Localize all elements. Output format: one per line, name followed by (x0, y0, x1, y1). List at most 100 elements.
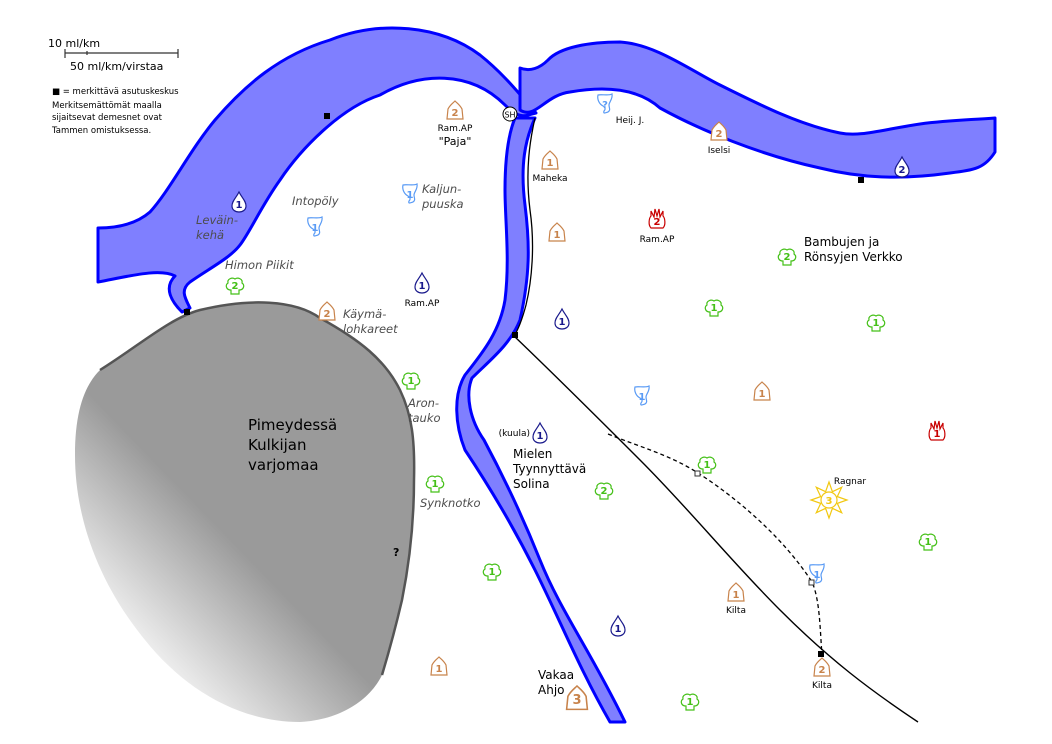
legend-note-line-3: Tammen omistuksessa. (51, 126, 151, 136)
demesne-wood-marker[interactable]: 1 (401, 372, 421, 390)
demesne-fire-marker[interactable]: 1 (928, 420, 946, 441)
demesne-level: 1 (873, 318, 880, 329)
river-system (96, 26, 997, 724)
air-element-icon (597, 93, 613, 114)
sh-marker[interactable]: SH (502, 106, 518, 122)
demesne-level: 2 (324, 309, 331, 320)
demesne-level: 1 (934, 429, 941, 440)
demesne-owner-label: Heij. J. (616, 116, 645, 126)
demesne-air-marker[interactable]: ? Heij. J. (597, 93, 645, 126)
demesne-level: 1 (639, 392, 646, 403)
demesne-level: 1 (687, 697, 694, 708)
demesne-wood-marker[interactable]: 2 (225, 277, 245, 295)
settlement-marker[interactable] (324, 113, 330, 119)
wood-element-icon (482, 563, 502, 581)
demesne-owner-label: Ram.AP (405, 299, 440, 309)
legend-note-line-2: sijaitsevat demesnet ovat (52, 113, 163, 123)
demesne-level: ? (602, 100, 608, 111)
demesne-owner-label: Iselsi (708, 146, 731, 156)
demesne-level: 2 (819, 665, 826, 676)
road-river-bank (513, 117, 536, 337)
demesne-level: 2 (899, 165, 906, 176)
place-solina-1: Mielen (513, 447, 552, 461)
demesne-water-marker[interactable]: 1 (610, 614, 626, 637)
minor-settlement-marker[interactable] (808, 579, 815, 586)
demesne-earth-marker[interactable]: 1 (548, 222, 566, 242)
earth-element-icon (446, 100, 464, 120)
settlement-marker[interactable] (512, 332, 518, 338)
place-leväinkehä-2: kehä (196, 228, 224, 242)
scale-large-label: 50 ml/km/virstaa (70, 60, 163, 73)
earth-element-icon (753, 381, 771, 401)
demesne-owner-label: Maheka (532, 174, 567, 184)
place-synknotko: Synknotko (420, 496, 481, 510)
demesne-level: 1 (236, 200, 243, 211)
demesne-earth-marker[interactable]: 2 (318, 301, 336, 321)
demesne-wood-marker[interactable]: 1 (425, 475, 445, 493)
demesne-level: 1 (615, 624, 622, 635)
demesne-air-marker[interactable]: 1 (402, 183, 418, 204)
demesne-air-marker[interactable]: 1 (809, 563, 825, 584)
earth-element-icon (430, 656, 448, 676)
air-element-icon (634, 385, 650, 406)
air-element-icon (307, 216, 323, 237)
demesne-water-marker[interactable]: 1 (231, 190, 247, 213)
water-element-icon (894, 155, 910, 178)
settlement-marker[interactable] (818, 651, 824, 657)
place-himon-piikit: Himon Piikit (225, 258, 294, 272)
demesne-wood-marker[interactable]: 1 (918, 533, 938, 551)
demesne-wood-marker[interactable]: 2 (594, 482, 614, 500)
demesne-level: 3 (826, 496, 833, 507)
place-solina-3: Solina (513, 477, 550, 491)
demesne-earth-marker[interactable]: 3 (565, 684, 589, 711)
demesne-level: 1 (436, 664, 443, 675)
water-element-icon (532, 421, 548, 444)
wood-element-icon (680, 693, 700, 711)
settlement-marker[interactable] (858, 177, 864, 183)
demesne-level: 1 (408, 376, 415, 387)
settlement-marker[interactable] (184, 309, 190, 315)
earth-element-icon (318, 301, 336, 321)
demesne-level: 1 (537, 431, 544, 442)
demesne-earth-marker[interactable]: 1 (430, 656, 448, 676)
demesne-water-marker[interactable]: 1 (kuula) (499, 421, 548, 444)
demesne-level: 2 (601, 486, 608, 497)
shadow-region-name-3: varjomaa (248, 456, 319, 474)
demesne-air-marker[interactable]: 1 (307, 216, 323, 237)
demesne-water-marker[interactable]: 1 (554, 307, 570, 330)
demesne-level: 1 (711, 303, 718, 314)
minor-settlement-marker[interactable] (694, 470, 701, 477)
water-element-icon (231, 190, 247, 213)
place-bambujen-1: Bambujen ja (804, 235, 879, 249)
demesne-wood-marker[interactable]: 1 (697, 456, 717, 474)
demesne-wood-marker[interactable]: 1 (866, 314, 886, 332)
demesne-wood-marker[interactable]: 2 (777, 248, 797, 266)
demesne-owner-label: (kuula) (499, 429, 530, 439)
place-käymälohkareet-2: lohkareet (343, 322, 398, 336)
demesne-owner-label: Kilta (812, 681, 832, 691)
demesne-wood-marker[interactable]: 1 (680, 693, 700, 711)
shadow-region[interactable]: Pimeydessä Kulkijan varjomaa ? (75, 301, 416, 722)
place-vakaa-ahjo-2: Ahjo (538, 683, 565, 697)
demesne-level: 1 (407, 190, 414, 201)
demesne-earth-marker[interactable]: 1 (753, 381, 771, 401)
earth-element-icon (813, 657, 831, 677)
demesne-wood-marker[interactable]: 1 (704, 299, 724, 317)
fire-element-icon (928, 420, 946, 441)
place-vakaa-ahjo-1: Vakaa (538, 668, 574, 682)
demesne-water-marker[interactable]: 2 (894, 155, 910, 178)
earth-element-icon (727, 582, 745, 602)
demesne-air-marker[interactable]: 1 (634, 385, 650, 406)
fire-element-icon (648, 208, 666, 229)
demesne-level: 1 (759, 389, 766, 400)
wood-element-icon (697, 456, 717, 474)
demesne-wood-marker[interactable]: 1 (482, 563, 502, 581)
